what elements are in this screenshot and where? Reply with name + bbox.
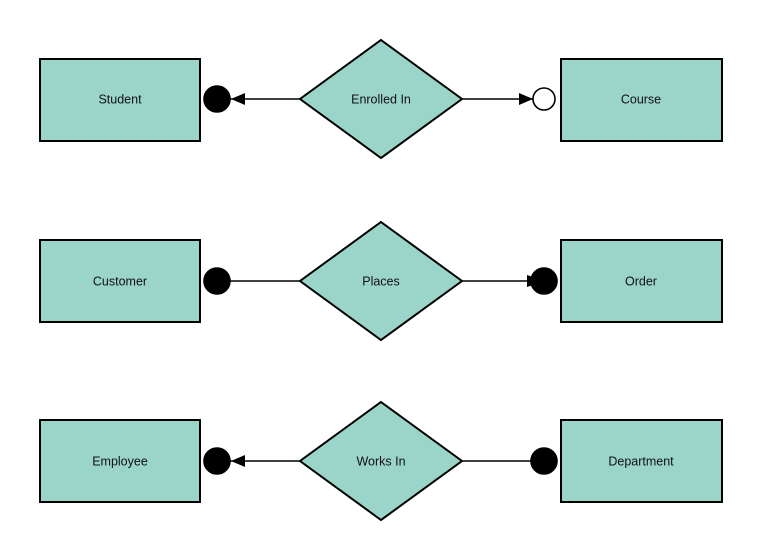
cardinality-filled-circle-employee xyxy=(203,447,231,475)
relationship-label-places: Places xyxy=(362,274,400,288)
relationship-row-places: Customer Places Order xyxy=(39,220,723,342)
entity-box-student[interactable] xyxy=(39,58,201,142)
relationship-label-enrolled-in: Enrolled In xyxy=(351,92,411,106)
entity-box-employee[interactable] xyxy=(39,419,201,503)
cardinality-filled-circle-order xyxy=(530,267,558,295)
arrowhead-right-course xyxy=(519,93,533,105)
relationship-row-works-in: Employee Works In Department xyxy=(39,400,723,522)
entity-label-course: Course xyxy=(621,92,661,106)
cardinality-filled-circle-customer xyxy=(203,267,231,295)
entity-label-customer: Customer xyxy=(93,274,147,288)
relationship-diamond-works-in[interactable] xyxy=(298,400,464,522)
relationship-label-works-in: Works In xyxy=(356,454,405,468)
entity-label-student: Student xyxy=(98,92,142,106)
cardinality-filled-circle-student xyxy=(203,85,231,113)
entity-label-order: Order xyxy=(625,274,657,288)
relationship-diamond-places[interactable] xyxy=(298,220,464,342)
entity-box-customer[interactable] xyxy=(39,239,201,323)
entity-label-employee: Employee xyxy=(92,454,148,468)
relationship-row-enrolled-in: Student Enrolled In Course xyxy=(39,38,723,160)
relationship-diamond-enrolled-in[interactable] xyxy=(298,38,464,160)
cardinality-filled-circle-department xyxy=(530,447,558,475)
cardinality-open-circle-course xyxy=(532,87,556,111)
arrowhead-left-employee xyxy=(231,455,245,467)
arrowhead-left-student xyxy=(231,93,245,105)
entity-box-course[interactable] xyxy=(560,58,723,142)
entity-box-department[interactable] xyxy=(560,419,723,503)
entity-box-order[interactable] xyxy=(560,239,723,323)
entity-label-department: Department xyxy=(608,454,674,468)
